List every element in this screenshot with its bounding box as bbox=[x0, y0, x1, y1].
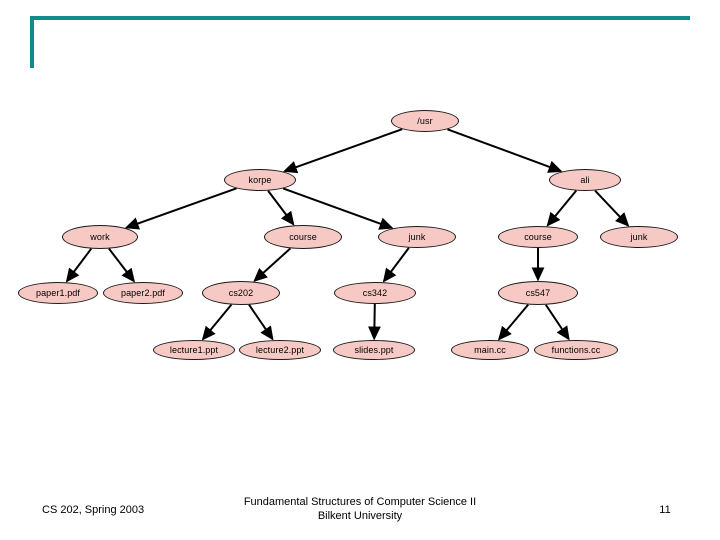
tree-node-label: /usr bbox=[417, 115, 433, 126]
footer-title-block: Fundamental Structures of Computer Scien… bbox=[160, 495, 560, 523]
tree-edge-junk-l-to-cs342 bbox=[382, 247, 410, 283]
tree-edge-korpe-to-junk-l bbox=[282, 187, 394, 230]
tree-node-paper2: paper2.pdf bbox=[103, 282, 183, 304]
tree-node-korpe: korpe bbox=[224, 169, 296, 191]
tree-edges bbox=[65, 128, 630, 341]
tree-node-label: cs202 bbox=[228, 287, 254, 298]
footer-title-line-2: Bilkent University bbox=[317, 510, 403, 522]
tree-edge-usr-to-ali bbox=[447, 128, 563, 173]
tree-node-course-r: course bbox=[498, 226, 578, 248]
tree-node-junk-l: junk bbox=[378, 226, 456, 248]
tree-node-functions: functions.cc bbox=[534, 340, 618, 360]
tree-node-lecture2: lecture2.ppt bbox=[239, 340, 321, 360]
tree-edge-layer bbox=[65, 128, 630, 341]
tree-node-label: junk bbox=[408, 231, 426, 242]
tree-node-ali: ali bbox=[549, 169, 621, 191]
tree-edge-ali-to-course-r bbox=[546, 190, 577, 227]
tree-edge-korpe-to-work bbox=[124, 187, 237, 230]
tree-node-label: cs547 bbox=[525, 287, 551, 298]
tree-node-paper1: paper1.pdf bbox=[18, 282, 98, 304]
tree-node-label: main.cc bbox=[474, 344, 506, 355]
tree-node-lecture1: lecture1.ppt bbox=[153, 340, 235, 360]
tree-node-work: work bbox=[62, 225, 138, 249]
tree-node-label: lecture2.ppt bbox=[255, 344, 305, 355]
page-number: 11 bbox=[659, 504, 671, 516]
tree-node-label: korpe bbox=[248, 174, 272, 185]
slide-footer: CS 202, Spring 2003 Fundamental Structur… bbox=[0, 492, 720, 540]
tree-node-label: junk bbox=[630, 231, 648, 242]
tree-edge-usr-to-korpe bbox=[282, 128, 403, 174]
tree-node-cs202: cs202 bbox=[202, 281, 280, 305]
tree-edge-ali-to-junk-r bbox=[594, 189, 630, 227]
tree-edge-work-to-paper2 bbox=[108, 248, 136, 283]
tree-edge-cs202-to-lecture1 bbox=[201, 303, 233, 341]
tree-node-usr: /usr bbox=[391, 110, 459, 132]
tree-edge-korpe-to-course-l bbox=[267, 190, 295, 226]
tree-edge-cs547-to-functions bbox=[545, 304, 570, 341]
tree-edge-cs547-to-main bbox=[497, 303, 529, 341]
footer-course-label: CS 202, Spring 2003 bbox=[42, 504, 145, 516]
tree-node-label: slides.ppt bbox=[354, 344, 394, 355]
tree-node-main: main.cc bbox=[451, 340, 529, 360]
tree-node-label: ali bbox=[580, 174, 590, 185]
tree-node-junk-r: junk bbox=[600, 226, 678, 248]
tree-node-label: cs342 bbox=[362, 287, 388, 298]
tree-edge-work-to-paper1 bbox=[65, 248, 93, 283]
tree-node-label: paper2.pdf bbox=[120, 287, 166, 298]
tree-edge-cs202-to-lecture2 bbox=[248, 304, 274, 341]
tree-edge-course-l-to-cs202 bbox=[253, 247, 292, 282]
tree-node-label: work bbox=[90, 231, 110, 242]
footer-title-line-1: Fundamental Structures of Computer Scien… bbox=[243, 496, 477, 508]
directory-tree-diagram: /usr korpe ali work course junk course junk pape… bbox=[18, 110, 678, 360]
tree-node-label: lecture1.ppt bbox=[169, 344, 219, 355]
tree-node-cs547: cs547 bbox=[498, 281, 578, 305]
tree-node-label: functions.cc bbox=[551, 344, 601, 355]
tree-node-label: paper1.pdf bbox=[35, 287, 81, 298]
tree-node-label: course bbox=[289, 231, 317, 242]
tree-node-slides: slides.ppt bbox=[333, 340, 415, 360]
tree-edge-cs342-to-slides bbox=[368, 303, 381, 341]
tree-node-cs342: cs342 bbox=[334, 282, 416, 304]
tree-node-label: course bbox=[524, 231, 552, 242]
tree-node-course-l: course bbox=[264, 225, 342, 249]
